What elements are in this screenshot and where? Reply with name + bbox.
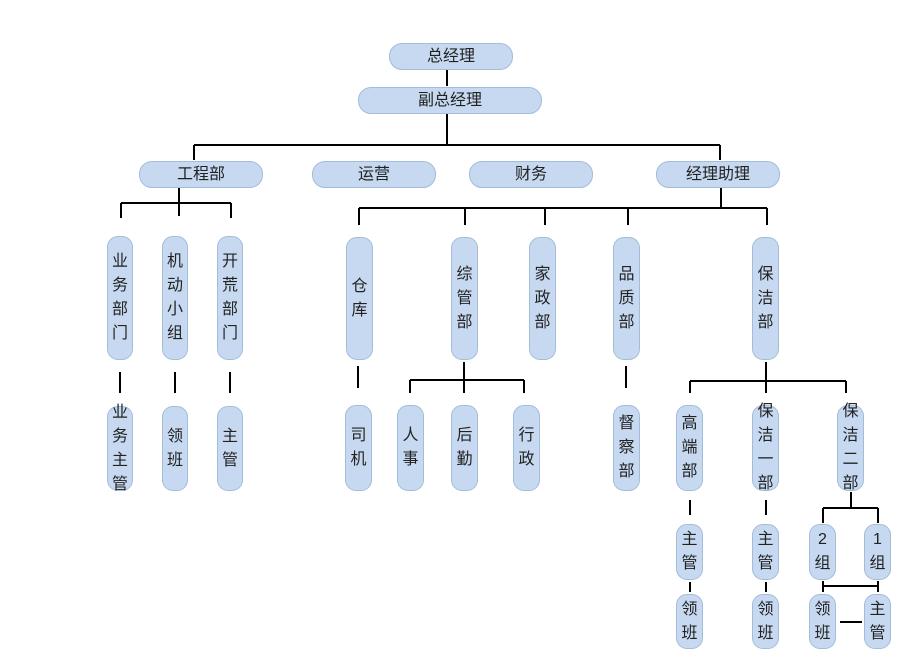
- node-cleaning-1-leader: 领班: [752, 594, 779, 649]
- node-cleaning: 保洁部: [752, 237, 779, 360]
- node-supervision: 督察部: [613, 405, 640, 491]
- node-cleaning-1: 保洁一部: [752, 403, 779, 492]
- node-business-supervisor: 业务主管: [107, 404, 133, 493]
- node-group-2-leader: 领班: [809, 594, 836, 649]
- node-finance: 财务: [469, 161, 593, 188]
- node-hr: 人事: [397, 405, 424, 491]
- node-premium: 高端部: [676, 405, 703, 491]
- node-driver: 司机: [345, 405, 372, 491]
- node-reclaim-supervisor: 主管: [217, 406, 243, 491]
- node-cleaning-1-supervisor: 主管: [752, 524, 779, 580]
- node-manager-assistant: 经理助理: [656, 161, 780, 188]
- node-administration: 行政: [513, 405, 540, 491]
- node-business-dept: 业务部门: [107, 236, 133, 360]
- node-operations: 运营: [312, 161, 436, 188]
- node-housekeeping: 家政部: [529, 237, 556, 360]
- node-cleaning-2: 保洁二部: [837, 403, 864, 492]
- node-warehouse: 仓库: [346, 237, 373, 360]
- node-premium-leader: 领班: [676, 594, 703, 649]
- node-quality: 品质部: [613, 237, 640, 360]
- node-vice-ceo: 副总经理: [358, 87, 542, 114]
- node-mobile-leader: 领班: [162, 406, 188, 491]
- node-reclaim-dept: 开荒部门: [217, 236, 243, 360]
- node-engineering: 工程部: [139, 161, 263, 188]
- node-mobile-team: 机动小组: [162, 236, 188, 360]
- node-premium-supervisor: 主管: [676, 524, 703, 580]
- node-ceo: 总经理: [389, 43, 513, 70]
- node-group-1-supervisor: 主管: [864, 594, 891, 649]
- node-general-admin: 综管部: [451, 237, 478, 360]
- node-logistics: 后勤: [451, 405, 478, 491]
